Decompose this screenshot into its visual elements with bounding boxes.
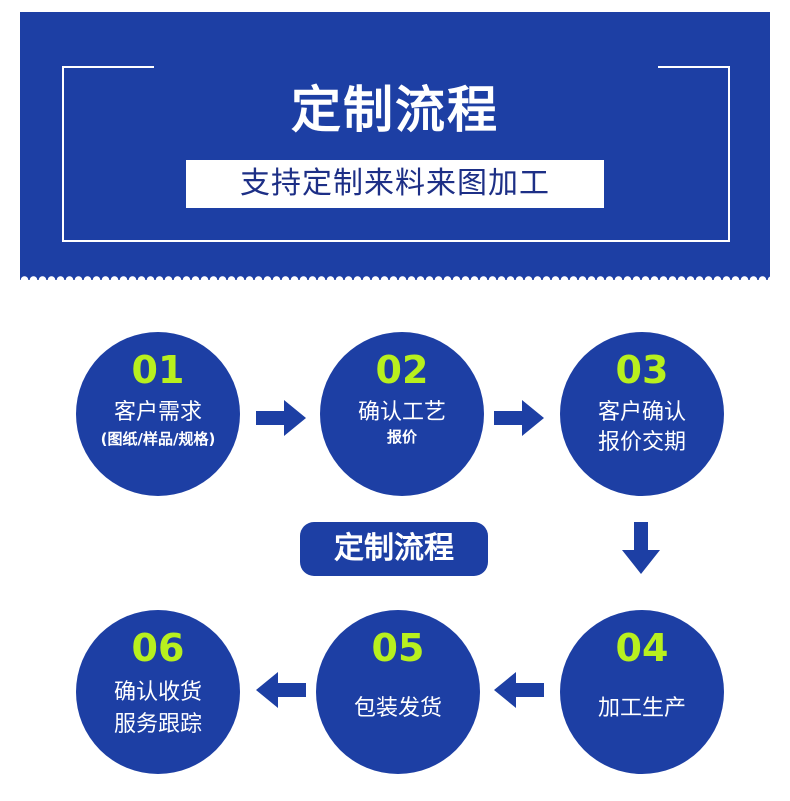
banner-subtitle: 支持定制来料来图加工 [186, 160, 604, 208]
step-number: 01 [131, 348, 185, 392]
step-subtitle: 服务跟踪 [113, 712, 202, 737]
step-03-circle: 03 客户确认 报价交期 [560, 332, 724, 496]
step-05-circle: 05 包装发货 [316, 610, 480, 774]
step-number: 02 [375, 348, 429, 392]
step-title: 加工生产 [597, 696, 686, 721]
step-number: 06 [131, 626, 185, 670]
step-title: 确认工艺 [357, 400, 446, 425]
header-banner: 定制流程 支持定制来料来图加工 [20, 12, 770, 280]
step-subtitle: 报价 [386, 428, 417, 446]
step-title: 客户确认 [597, 400, 686, 425]
step-subtitle: (图纸/样品/规格) [100, 430, 216, 448]
step-number: 04 [615, 626, 669, 670]
arrow-right-icon [256, 400, 306, 436]
step-title: 确认收货 [113, 680, 202, 705]
scalloped-edge [20, 272, 770, 280]
step-01-circle: 01 客户需求 (图纸/样品/规格) [76, 332, 240, 496]
step-number: 05 [371, 626, 425, 670]
step-title: 包装发货 [353, 696, 442, 721]
step-04-circle: 04 加工生产 [560, 610, 724, 774]
process-label: 定制流程 [300, 522, 488, 576]
step-number: 03 [615, 348, 669, 392]
banner-title: 定制流程 [291, 81, 499, 139]
arrow-left-icon [256, 672, 306, 708]
arrow-down-icon [622, 522, 660, 574]
step-02-circle: 02 确认工艺 报价 [320, 332, 484, 496]
step-06-circle: 06 确认收货 服务跟踪 [76, 610, 240, 774]
arrow-left-icon [494, 672, 544, 708]
arrow-right-icon [494, 400, 544, 436]
step-title: 客户需求 [113, 400, 202, 425]
banner-frame [62, 66, 730, 242]
step-subtitle: 报价交期 [597, 430, 686, 455]
